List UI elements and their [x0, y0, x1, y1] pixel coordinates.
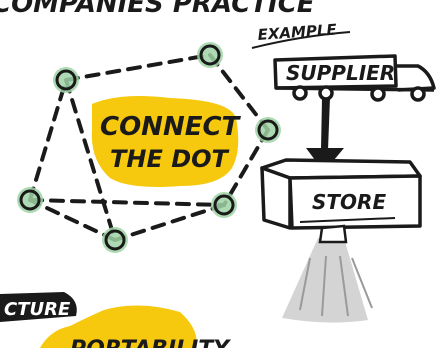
bottom-highlight: [40, 305, 197, 348]
store-label: STORE: [312, 190, 386, 214]
network-dot-icon: [197, 42, 223, 68]
store-door: [318, 224, 348, 244]
network-dot-icon: [53, 67, 79, 93]
bottom-tag-box: [0, 292, 77, 322]
truck-label: SUPPLIER: [286, 61, 395, 85]
connect-highlight: [91, 96, 239, 187]
network-nodes: [17, 42, 281, 253]
example-label: EXAMPLE: [257, 20, 338, 44]
bottom-tag-left: CTURE: [4, 299, 71, 320]
connect-line-2: THE DOT: [110, 145, 230, 173]
network-dot-icon: [102, 227, 128, 253]
store-box-icon: [260, 158, 422, 230]
network-dot-icon: [17, 187, 43, 213]
network-connections: [28, 53, 270, 242]
truck-icon: [273, 54, 436, 102]
bottom-tag-right: PORTABILITY: [70, 337, 231, 348]
store-shade-lines: [299, 255, 373, 317]
store-underline: [299, 217, 396, 223]
network-dot-icon: [211, 192, 237, 218]
connect-line-1: CONNECT: [100, 112, 242, 142]
example-underline: [251, 31, 351, 49]
header-title: COMPANIES PRACTICE: [0, 0, 315, 19]
network-dot-icon: [255, 117, 281, 143]
